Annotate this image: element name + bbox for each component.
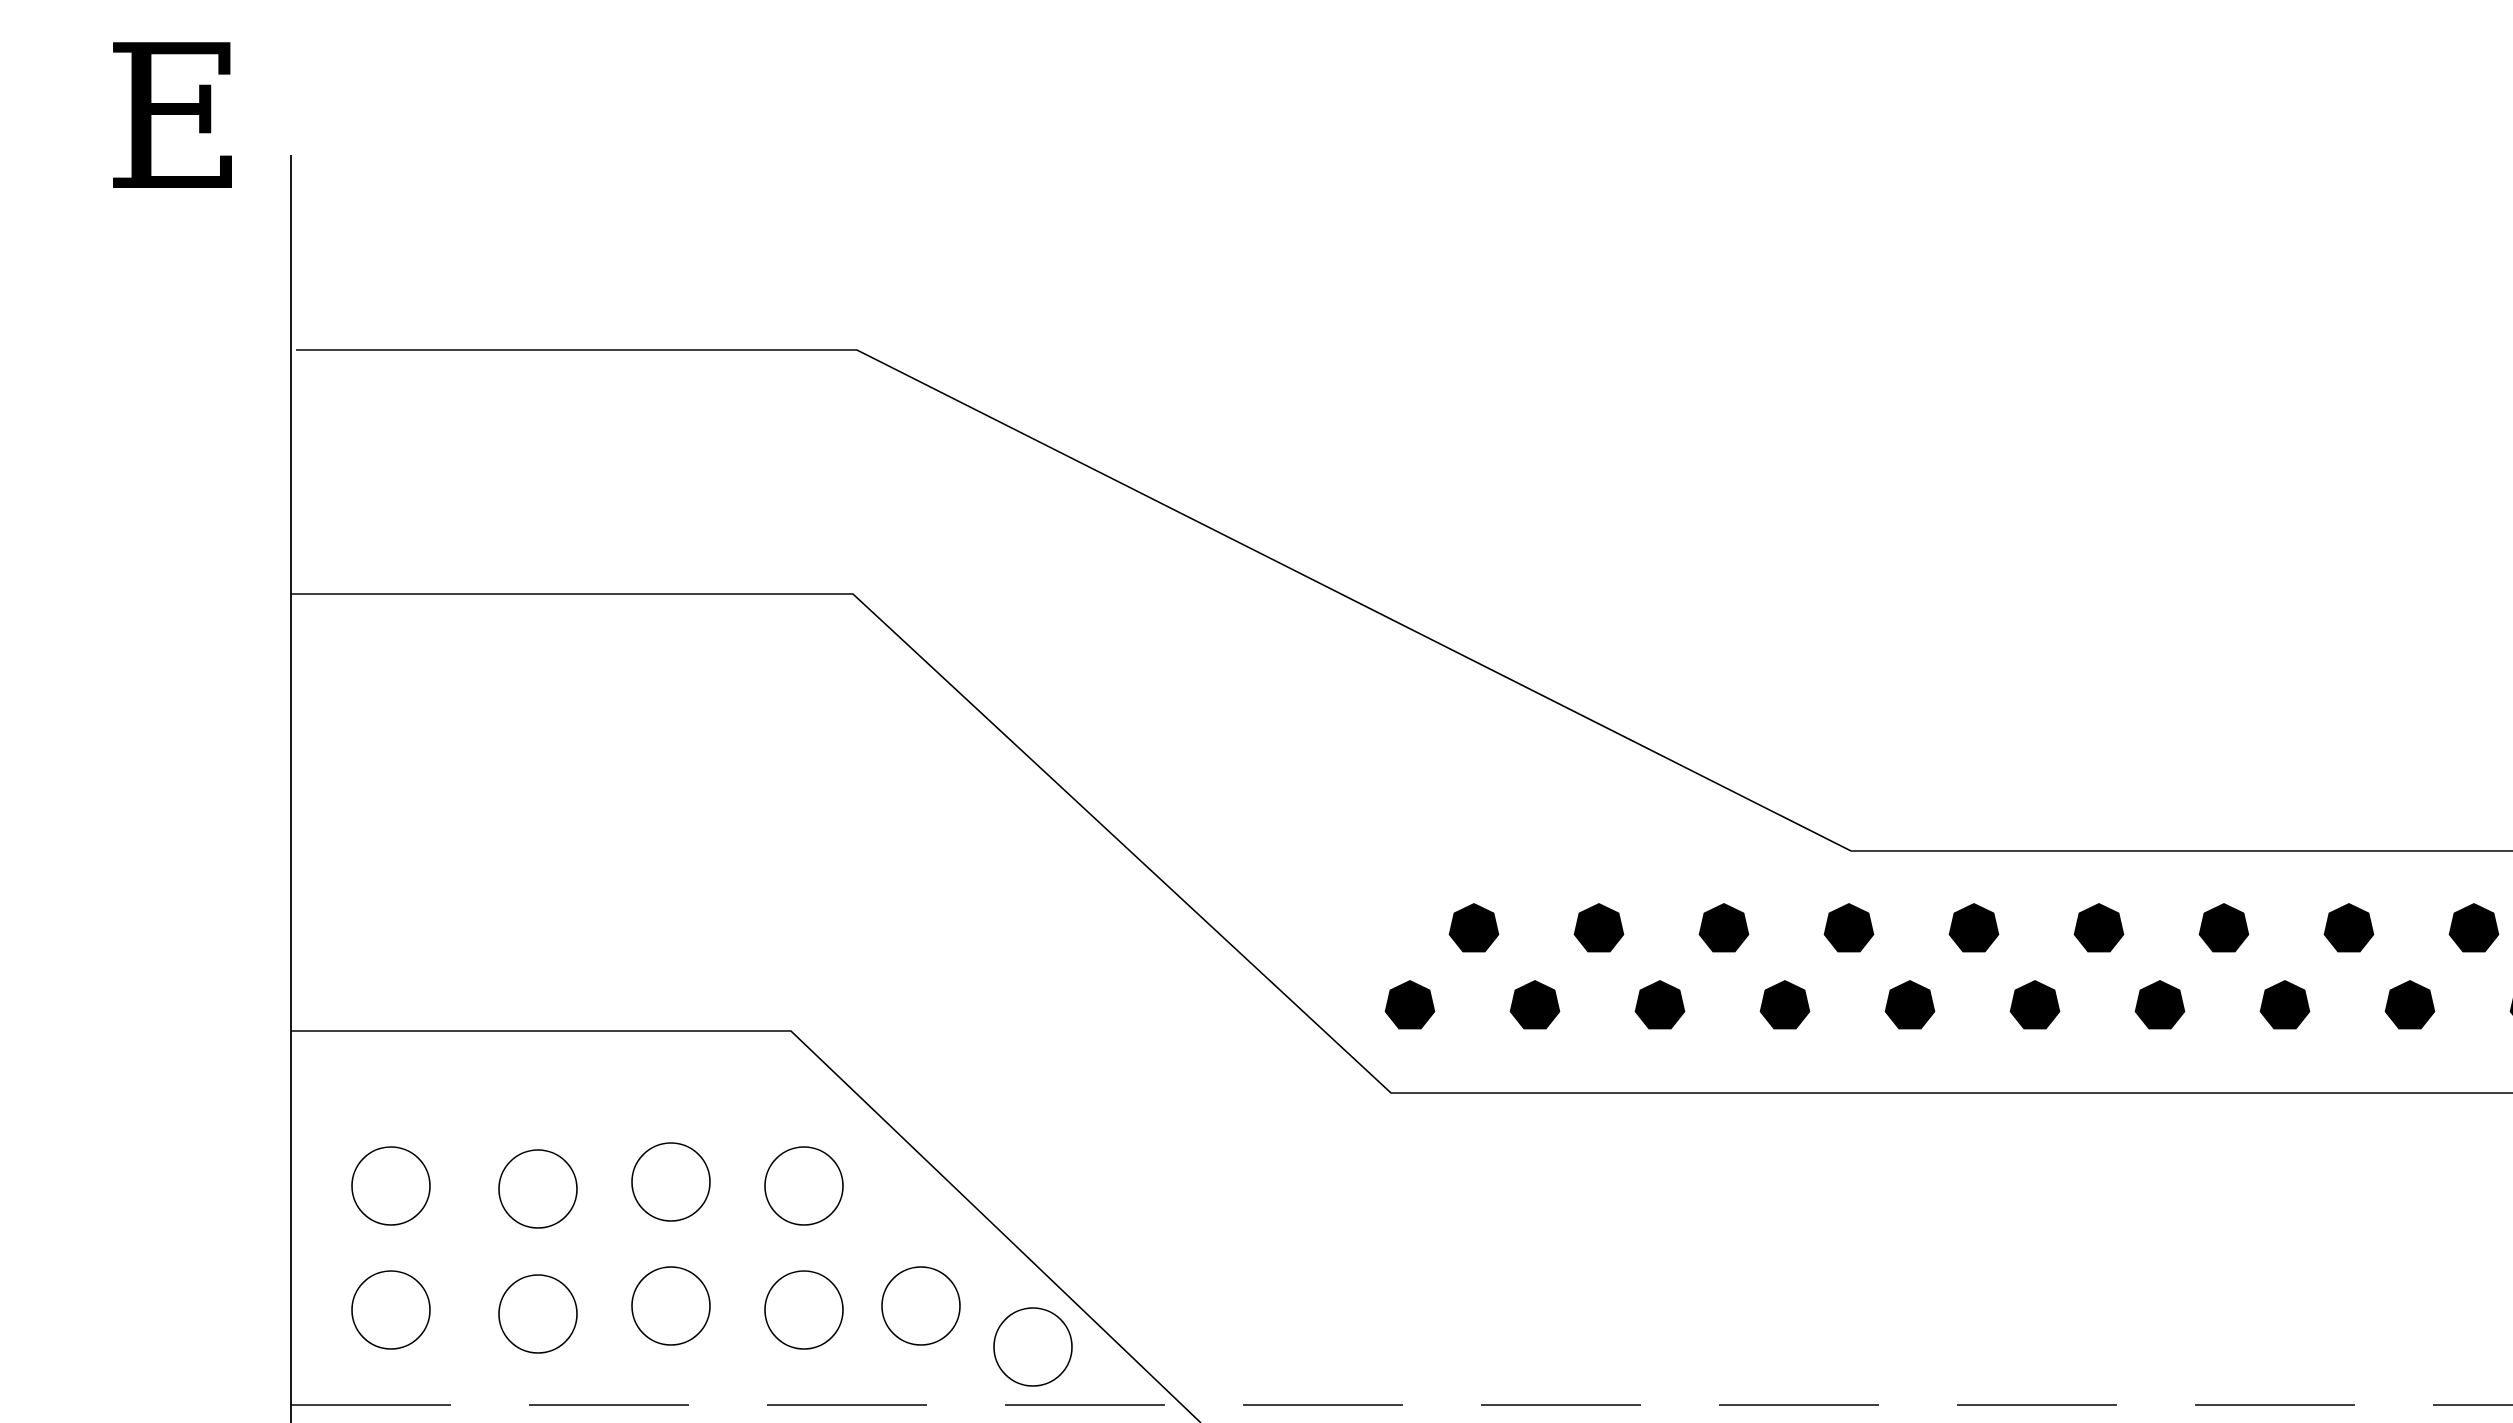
conduction-band-edge	[291, 593, 2513, 1094]
electron-marker	[2134, 980, 2186, 1030]
electron-marker	[1384, 980, 1436, 1030]
electron-marker	[2509, 997, 2513, 1016]
energy-axis-label: E	[102, 3, 248, 236]
electron-marker	[2009, 980, 2061, 1030]
electron-marker	[1698, 903, 1750, 953]
hole-marker	[351, 1270, 431, 1350]
hole-marker	[993, 1307, 1073, 1387]
electron-marker	[2384, 980, 2436, 1030]
electron-marker	[2259, 980, 2311, 1030]
holes-group	[351, 1142, 1073, 1387]
hole-marker	[631, 1266, 711, 1346]
hole-marker	[764, 1270, 844, 1350]
electron-marker	[2198, 903, 2250, 953]
electron-marker	[2448, 903, 2500, 953]
electron-marker	[2073, 903, 2125, 953]
electron-marker	[2323, 903, 2375, 953]
hole-marker	[764, 1146, 844, 1226]
electron-marker	[1948, 903, 2000, 953]
electron-marker	[1509, 980, 1561, 1030]
electron-marker	[1759, 980, 1811, 1030]
hole-marker	[631, 1142, 711, 1222]
vacuum-level	[296, 349, 2513, 852]
electron-marker	[1823, 903, 1875, 953]
electrons-group	[1384, 903, 2513, 1030]
electron-marker	[1634, 980, 1686, 1030]
valence-band-edge	[291, 1030, 1202, 1423]
hole-marker	[498, 1149, 578, 1229]
electron-marker	[1573, 903, 1625, 953]
hole-marker	[498, 1274, 578, 1354]
hole-marker	[881, 1266, 961, 1346]
electron-marker	[1884, 980, 1936, 1030]
hole-marker	[351, 1146, 431, 1226]
electron-marker	[1448, 903, 1500, 953]
